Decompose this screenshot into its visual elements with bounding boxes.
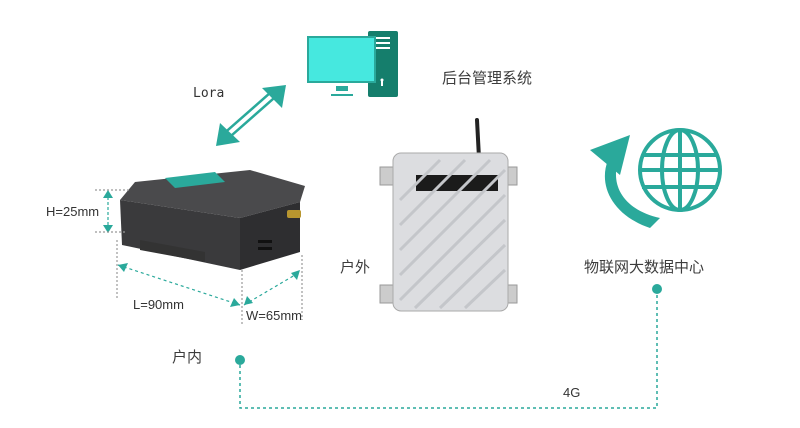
lora-gateway-device — [120, 170, 305, 270]
height-dimension-label: H=25mm — [46, 204, 100, 219]
4g-label: 4G — [563, 385, 581, 400]
lora-label: Lora — [193, 86, 225, 101]
backend-system-label: 后台管理系统 — [442, 69, 533, 87]
iot-data-center-label: 物联网大数据中心 — [584, 258, 705, 276]
outdoor-label: 户外 — [340, 258, 371, 276]
outdoor-enclosure-device — [379, 118, 518, 312]
indoor-label: 户内 — [172, 348, 203, 366]
globe-icon — [638, 128, 722, 212]
4g-link-line — [239, 289, 658, 409]
dimension-lines — [95, 189, 303, 325]
upload-arrow-icon — [590, 135, 660, 228]
computer-icon — [307, 31, 398, 97]
width-dimension-label: W=65mm — [246, 308, 302, 323]
link-dot-cloud — [652, 284, 662, 294]
length-dimension-label: L=90mm — [133, 297, 184, 312]
lora-double-arrow-icon — [216, 85, 286, 146]
link-dot-indoor — [235, 355, 245, 365]
